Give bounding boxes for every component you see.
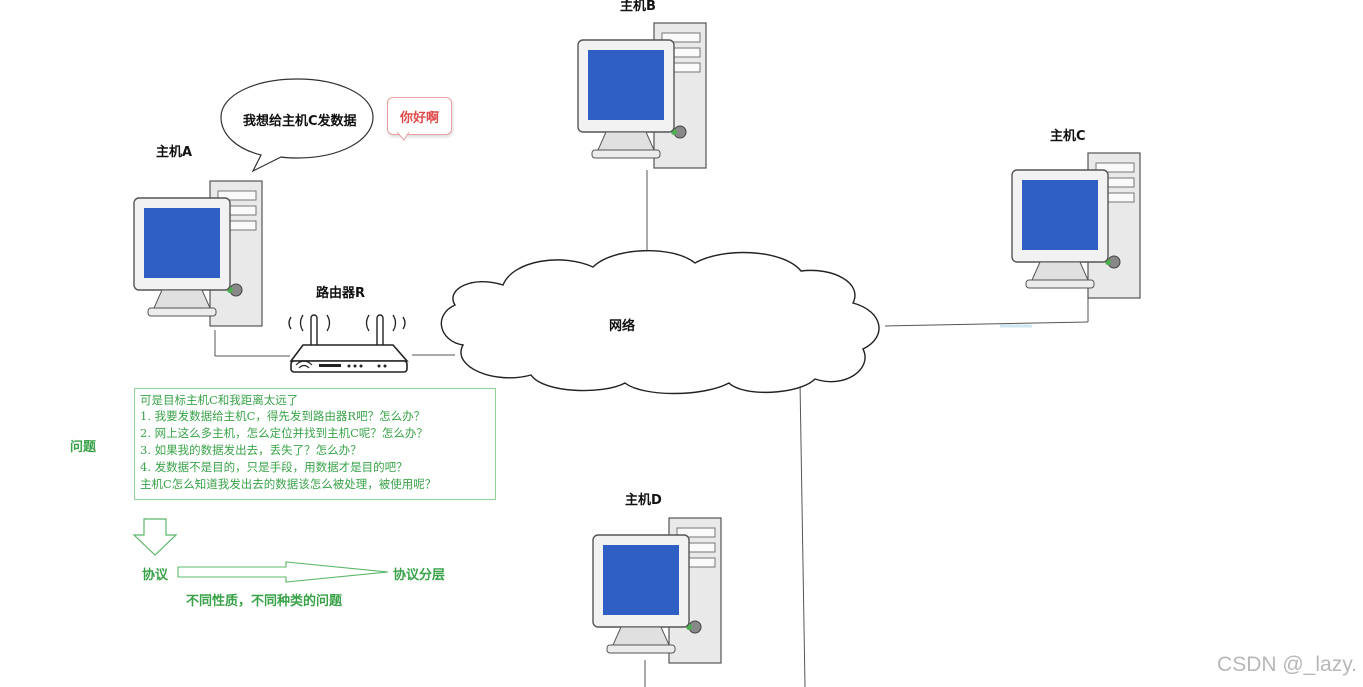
host-a-computer-icon (133, 180, 263, 327)
network-cloud (440, 249, 880, 395)
router-icon (288, 314, 409, 373)
down-arrow-icon (132, 518, 178, 556)
protocol-layering-label: 协议分层 (393, 568, 446, 583)
question-line: 2. 网上这么多主机，怎么定位并找到主机C呢？怎么办？ (140, 426, 428, 440)
host-c-label: 主机C (1050, 129, 1086, 144)
host-c-computer-icon (1011, 152, 1141, 299)
host-b-computer-icon (577, 22, 707, 169)
speech-bubble-text: 我想给主机C发数据 (243, 114, 357, 129)
question-label: 问题 (70, 440, 97, 455)
hello-callout: 你好啊 (387, 97, 452, 135)
host-a-label: 主机A (156, 145, 193, 160)
watermark: CSDN @_lazy. (1217, 653, 1357, 676)
question-line: 3. 如果我的数据发出去，丢失了？怎么办？ (140, 443, 362, 457)
hello-callout-tail (397, 132, 410, 141)
questions-box: 可是目标主机C和我距离太远了 1. 我要发数据给主机C，得先发到路由器R吧？怎么… (134, 388, 496, 500)
host-d-computer-icon (592, 517, 722, 664)
question-line: 4. 发数据不是目的，只是手段，用数据才是目的吧？ (140, 460, 408, 474)
protocol-label: 协议 (142, 568, 169, 583)
right-arrow-icon (177, 561, 389, 583)
speech-bubble (220, 78, 374, 173)
router-label: 路由器R (316, 286, 366, 301)
question-line: 1. 我要发数据给主机C，得先发到路由器R吧？怎么办？ (140, 409, 426, 423)
network-label: 网络 (609, 319, 636, 334)
host-d-label: 主机D (625, 493, 662, 508)
host-b-label: 主机B (620, 0, 656, 14)
hello-callout-text: 你好啊 (400, 111, 440, 126)
different-problems-label: 不同性质，不同种类的问题 (186, 594, 343, 609)
question-line: 可是目标主机C和我距离太远了 (140, 393, 299, 407)
question-line: 主机C怎么知道我发出去的数据该怎么被处理，被使用呢？ (140, 477, 437, 491)
